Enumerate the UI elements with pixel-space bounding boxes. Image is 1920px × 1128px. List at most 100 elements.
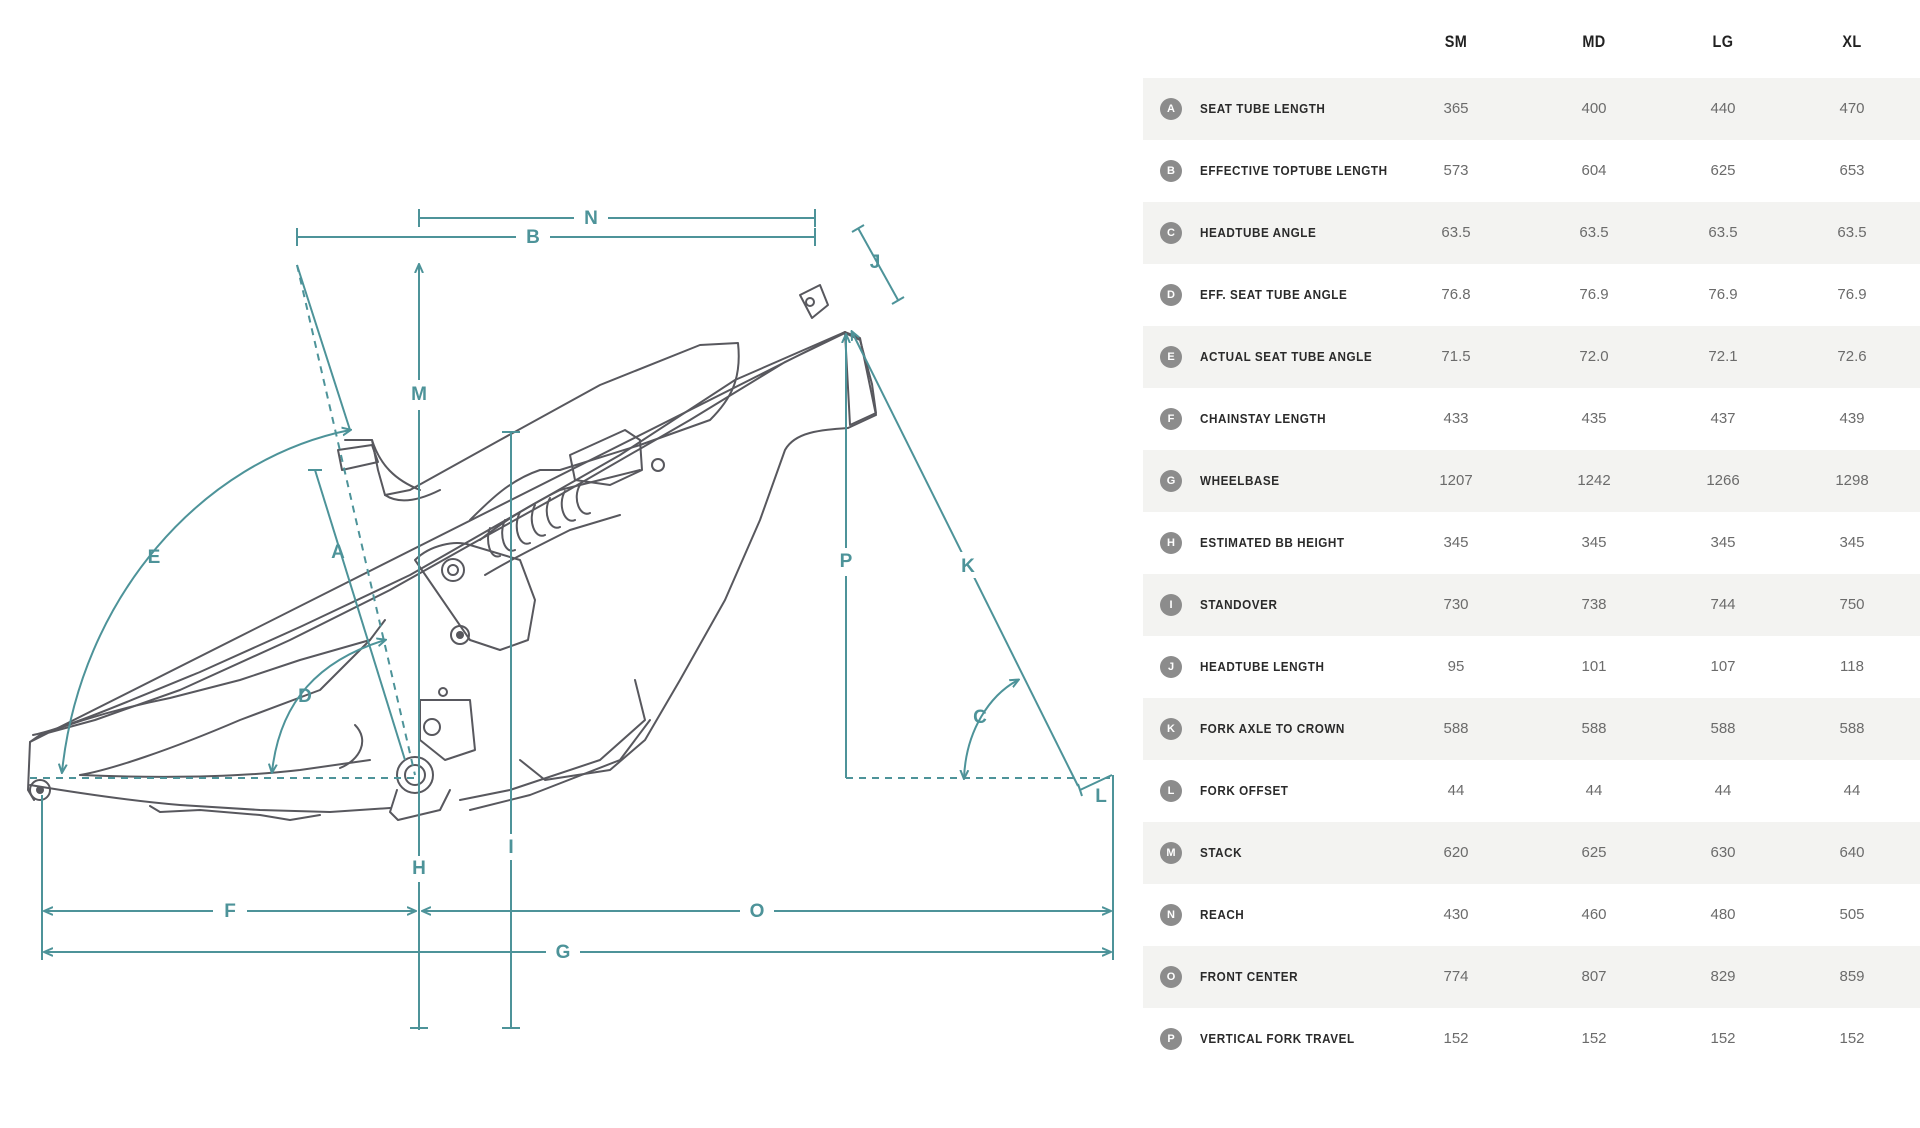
value-cell-md: 1242 [1577, 472, 1611, 489]
value-cell-xl: 588 [1839, 720, 1865, 737]
value-cell-xl: 63.5 [1837, 224, 1867, 241]
label-o: O [750, 901, 765, 922]
value-cell-lg: 588 [1710, 720, 1736, 737]
value-cell-sm: 620 [1443, 844, 1469, 861]
row-label: HEADTUBE ANGLE [1200, 225, 1317, 240]
value-cell-lg: 72.1 [1708, 348, 1738, 365]
row-label: REACH [1200, 907, 1245, 922]
value-cell-xl: 653 [1839, 162, 1865, 179]
bike-geometry-diagram: N B M E A D P K C J L H I F O G [27, 206, 1114, 1030]
value-cell-xl: 640 [1839, 844, 1865, 861]
value-cell-xl: 345 [1839, 534, 1865, 551]
label-n: N [584, 208, 598, 229]
row-letter-badge: H [1160, 532, 1182, 554]
row-label: HEADTUBE LENGTH [1200, 659, 1325, 674]
value-cell-lg: 440 [1710, 100, 1736, 117]
size-header-md: MD [1582, 32, 1606, 51]
dimension-labels: N B M E A D P K C J L H I F O G [148, 206, 1107, 965]
row-label: WHEELBASE [1200, 473, 1280, 488]
label-m: M [411, 384, 427, 405]
value-cell-lg: 1266 [1706, 472, 1740, 489]
value-cell-md: 738 [1581, 596, 1607, 613]
value-cell-xl: 72.6 [1837, 348, 1867, 365]
row-letter-badge: E [1160, 346, 1182, 368]
value-cell-xl: 76.9 [1837, 286, 1867, 303]
value-cell-xl: 505 [1839, 906, 1865, 923]
label-h: H [412, 858, 426, 879]
row-letter-badge: D [1160, 284, 1182, 306]
value-cell-md: 435 [1581, 410, 1607, 427]
size-header-sm: SM [1444, 32, 1468, 51]
value-cell-sm: 433 [1443, 410, 1469, 427]
label-a: A [331, 542, 345, 563]
value-cell-sm: 71.5 [1441, 348, 1471, 365]
size-header-xl: XL [1842, 32, 1862, 51]
value-cell-lg: 76.9 [1708, 286, 1738, 303]
label-l: L [1095, 786, 1107, 807]
value-cell-md: 152 [1581, 1030, 1607, 1047]
value-cell-lg: 437 [1710, 410, 1736, 427]
value-cell-xl: 1298 [1835, 472, 1869, 489]
value-cell-md: 807 [1581, 968, 1607, 985]
bike-frame [27, 284, 877, 821]
value-cell-sm: 774 [1443, 968, 1469, 985]
value-cell-sm: 152 [1443, 1030, 1469, 1047]
row-label: FORK OFFSET [1200, 783, 1289, 798]
row-letter-badge: F [1160, 408, 1182, 430]
value-cell-xl: 44 [1843, 782, 1861, 799]
label-g: G [556, 942, 571, 963]
row-letter-badge: G [1160, 470, 1182, 492]
row-letter-badge: O [1160, 966, 1182, 988]
label-d: D [298, 686, 312, 707]
value-cell-lg: 345 [1710, 534, 1736, 551]
value-cell-lg: 107 [1710, 658, 1736, 675]
table-row: E ACTUAL SEAT TUBE ANGLE 71.5 72.0 72.1 72.6 [1143, 326, 1920, 388]
row-letter-badge: C [1160, 222, 1182, 244]
value-cell-xl: 152 [1839, 1030, 1865, 1047]
value-cell-sm: 573 [1443, 162, 1469, 179]
value-cell-sm: 63.5 [1441, 224, 1471, 241]
row-label: STANDOVER [1200, 597, 1278, 612]
row-letter-badge: J [1160, 656, 1182, 678]
row-label: ACTUAL SEAT TUBE ANGLE [1200, 349, 1373, 364]
value-cell-md: 44 [1585, 782, 1603, 799]
size-header-lg: LG [1712, 32, 1734, 51]
shock-spring [487, 484, 591, 558]
value-cell-md: 76.9 [1579, 286, 1609, 303]
value-cell-sm: 95 [1447, 658, 1465, 675]
row-label: FORK AXLE TO CROWN [1200, 721, 1345, 736]
row-label: CHAINSTAY LENGTH [1200, 411, 1327, 426]
value-cell-md: 345 [1581, 534, 1607, 551]
row-label: FRONT CENTER [1200, 969, 1299, 984]
value-cell-sm: 365 [1443, 100, 1469, 117]
label-p: P [840, 551, 853, 572]
value-cell-xl: 470 [1839, 100, 1865, 117]
row-letter-badge: M [1160, 842, 1182, 864]
value-cell-lg: 480 [1710, 906, 1736, 923]
value-cell-sm: 76.8 [1441, 286, 1471, 303]
row-label: STACK [1200, 845, 1243, 860]
row-label: EFFECTIVE TOPTUBE LENGTH [1200, 163, 1388, 178]
value-cell-lg: 63.5 [1708, 224, 1738, 241]
value-cell-sm: 345 [1443, 534, 1469, 551]
value-cell-sm: 430 [1443, 906, 1469, 923]
value-cell-xl: 118 [1840, 658, 1864, 675]
value-cell-lg: 152 [1710, 1030, 1736, 1047]
value-cell-md: 72.0 [1579, 348, 1609, 365]
row-letter-badge: I [1160, 594, 1182, 616]
row-letter-badge: L [1160, 780, 1182, 802]
value-cell-sm: 44 [1447, 782, 1465, 799]
row-letter-badge: K [1160, 718, 1182, 740]
row-label: VERTICAL FORK TRAVEL [1200, 1031, 1355, 1046]
value-cell-lg: 625 [1710, 162, 1736, 179]
